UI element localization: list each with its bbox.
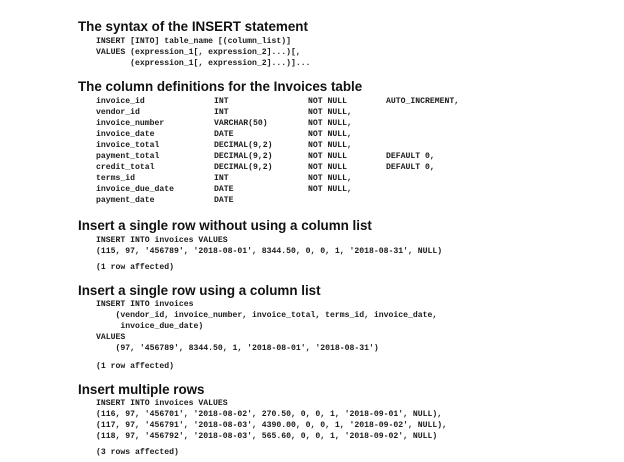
- insert-without-column-list-code: INSERT INTO invoices VALUES (115, 97, '4…: [96, 236, 443, 256]
- column-name: invoice_number: [96, 119, 165, 128]
- column-type: DECIMAL(9,2): [214, 152, 273, 161]
- column-null: NOT NULL: [308, 152, 348, 161]
- column-name: invoice_date: [96, 130, 155, 139]
- column-null: NOT NULL,: [308, 119, 352, 128]
- insert-multiple-rows-heading: Insert multiple rows: [78, 382, 205, 397]
- column-type: INT: [214, 97, 229, 106]
- column-name: vendor_id: [96, 108, 140, 117]
- column-type: DATE: [214, 185, 234, 194]
- insert-without-column-list-heading: Insert a single row without using a colu…: [78, 218, 372, 233]
- insert-multiple-rows-result: (3 rows affected): [96, 448, 179, 457]
- column-extra: DEFAULT 0,: [386, 152, 435, 161]
- insert-with-column-list-result: (1 row affected): [96, 362, 175, 371]
- column-name: credit_total: [96, 163, 155, 172]
- column-type: DECIMAL(9,2): [214, 141, 273, 150]
- column-type: DATE: [214, 130, 234, 139]
- column-name: terms_id: [96, 174, 136, 183]
- syntax-heading: The syntax of the INSERT statement: [78, 19, 308, 34]
- column-null: NOT NULL,: [308, 130, 352, 139]
- column-type: INT: [214, 108, 229, 117]
- column-definitions-heading: The column definitions for the Invoices …: [78, 79, 363, 94]
- column-name: invoice_total: [96, 141, 160, 150]
- insert-with-column-list-code: INSERT INTO invoices (vendor_id, invoice…: [96, 300, 438, 353]
- column-null: NOT NULL: [308, 97, 348, 106]
- column-null: NOT NULL,: [308, 141, 352, 150]
- column-extra: DEFAULT 0,: [386, 163, 435, 172]
- syntax-code: INSERT [INTO] table_name [(column_list)]…: [96, 37, 311, 68]
- column-name: payment_date: [96, 196, 155, 205]
- column-name: invoice_due_date: [96, 185, 175, 194]
- column-type: VARCHAR(50): [214, 119, 268, 128]
- column-type: DECIMAL(9,2): [214, 163, 273, 172]
- column-null: NOT NULL,: [308, 108, 352, 117]
- column-type: INT: [214, 174, 229, 183]
- column-null: NOT NULL,: [308, 185, 352, 194]
- column-name: payment_total: [96, 152, 160, 161]
- insert-without-column-list-result: (1 row affected): [96, 263, 175, 272]
- column-null: NOT NULL: [308, 163, 348, 172]
- column-null: NOT NULL,: [308, 174, 352, 183]
- column-extra: AUTO_INCREMENT,: [386, 97, 460, 106]
- insert-with-column-list-heading: Insert a single row using a column list: [78, 283, 321, 298]
- column-type: DATE: [214, 196, 234, 205]
- insert-multiple-rows-code: INSERT INTO invoices VALUES (116, 97, '4…: [96, 399, 448, 441]
- column-name: invoice_id: [96, 97, 145, 106]
